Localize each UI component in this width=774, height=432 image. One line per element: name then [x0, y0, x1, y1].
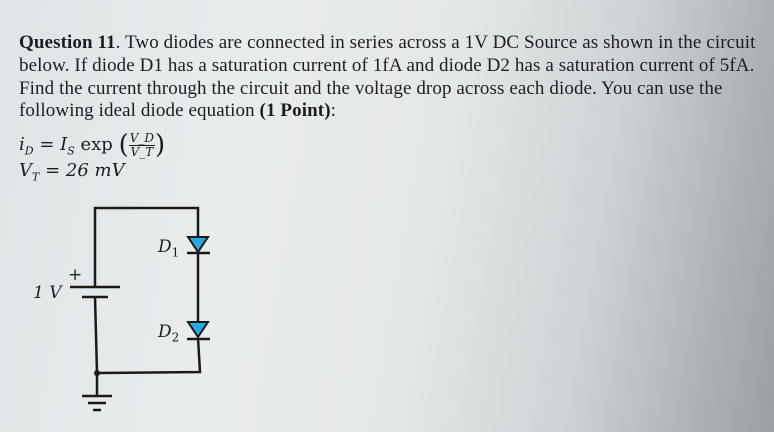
question-text-2: below. If diode D1 has a saturation curr…	[19, 55, 755, 76]
points-label: (1 Point)	[259, 100, 331, 121]
d2-label: D2	[158, 322, 179, 344]
paren-close: )	[155, 130, 166, 160]
frac-den: V_T	[130, 144, 154, 159]
eq-exp: exp	[74, 134, 113, 155]
d2-sub: 2	[171, 330, 180, 345]
eq-id-sub: D	[24, 144, 34, 158]
question-label: Question 11	[19, 32, 116, 53]
question-line-3: Find the current through the circuit and…	[19, 78, 723, 100]
thermal-voltage-equation: VT = 26 mV	[19, 160, 125, 184]
frac-num: V_D	[128, 130, 156, 146]
eq-is-sub: S	[67, 144, 75, 158]
colon: :	[330, 100, 337, 121]
eq-is: = I	[33, 134, 68, 155]
diode-d1-icon	[186, 236, 210, 255]
question-text-3: Find the current through the circuit and…	[19, 78, 723, 99]
paren-open: (	[118, 130, 129, 160]
junction-node	[94, 370, 100, 376]
question-text-1: . Two diodes are connected in series acr…	[115, 32, 756, 53]
d1-sub: 1	[171, 245, 180, 260]
source-label: 1 V	[33, 283, 62, 303]
battery-plus: +	[68, 265, 83, 285]
eq-vt-value: = 26 mV	[39, 160, 125, 181]
question-line-1: Question 11. Two diodes are connected in…	[19, 32, 756, 54]
d2-letter: D	[158, 322, 172, 342]
question-line-2: below. If diode D1 has a saturation curr…	[19, 55, 754, 77]
eq-vt-sub: T	[32, 170, 40, 184]
d1-letter: D	[158, 237, 172, 257]
question-line-4: following ideal diode equation (1 Point)…	[19, 100, 336, 122]
eq-id: i	[19, 134, 25, 155]
diode-d2-icon	[186, 321, 210, 341]
question-text-4: following ideal diode equation	[19, 100, 260, 121]
eq-vt: V	[19, 160, 32, 181]
d1-label: D1	[158, 237, 179, 259]
